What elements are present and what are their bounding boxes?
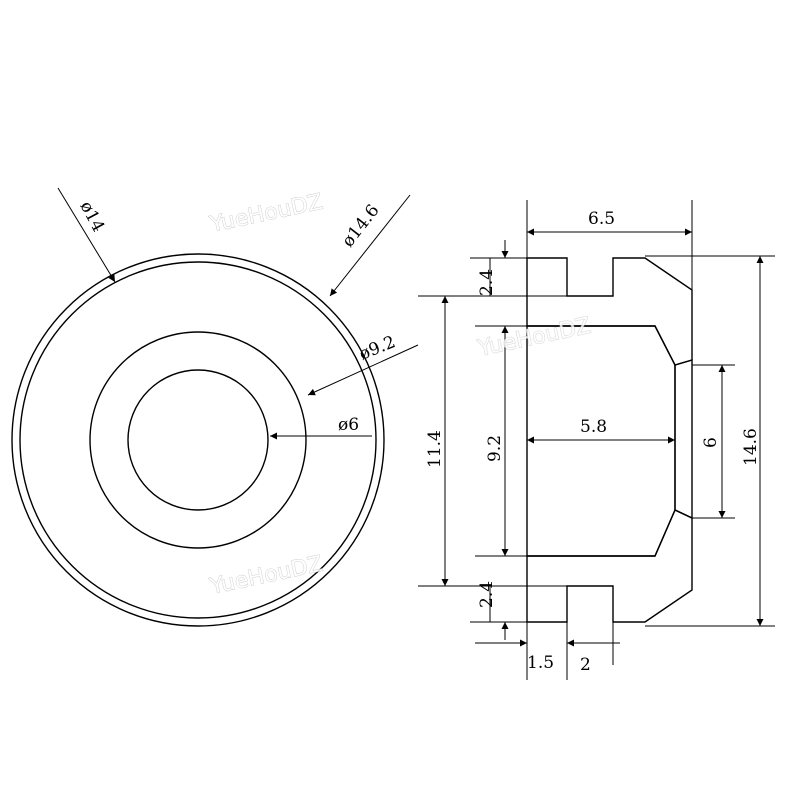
dim-inner-depth: 5.8 xyxy=(580,417,607,437)
dim-groove-width: 2 xyxy=(580,655,591,675)
section-right-wall xyxy=(674,359,693,520)
dim-outer-height: 14.6 xyxy=(741,428,761,466)
section-view: 6.5 2.4 2.4 11.4 9.2 5.8 6 14.6 1.5 2 xyxy=(418,200,775,680)
front-view: ø14 ø14.6 ø9.2 ø6 xyxy=(11,187,419,627)
dim-inner-height: 9.2 xyxy=(485,435,505,462)
dim-flange-height-top: 2.4 xyxy=(477,269,497,296)
leader-rim xyxy=(57,187,116,283)
dim-flange-height-bottom: 2.4 xyxy=(477,581,497,608)
watermark-2: YueHouDZ xyxy=(475,314,593,362)
dim-outer-diameter: ø14.6 xyxy=(338,201,383,251)
leader-outer xyxy=(329,194,411,297)
watermarks: YueHouDZ YueHouDZ YueHouDZ xyxy=(207,189,594,600)
groove-circle xyxy=(89,331,307,549)
dim-bore: 6 xyxy=(701,437,721,448)
inner-cavity xyxy=(526,325,676,557)
rim-circle xyxy=(19,261,377,619)
dim-groove-diameter: ø9.2 xyxy=(356,332,398,365)
outer-circle xyxy=(11,253,385,627)
bore-circle xyxy=(127,369,269,511)
dim-total-width: 6.5 xyxy=(588,209,615,229)
dim-rim-diameter: ø14 xyxy=(76,198,109,236)
leader-groove xyxy=(307,344,419,396)
dim-body-height: 11.4 xyxy=(425,430,445,468)
watermark-3: YueHouDZ xyxy=(207,552,325,600)
watermark-1: YueHouDZ xyxy=(207,190,325,238)
dim-flange-thickness: 1.5 xyxy=(527,653,554,673)
dim-bore-diameter: ø6 xyxy=(338,415,359,435)
